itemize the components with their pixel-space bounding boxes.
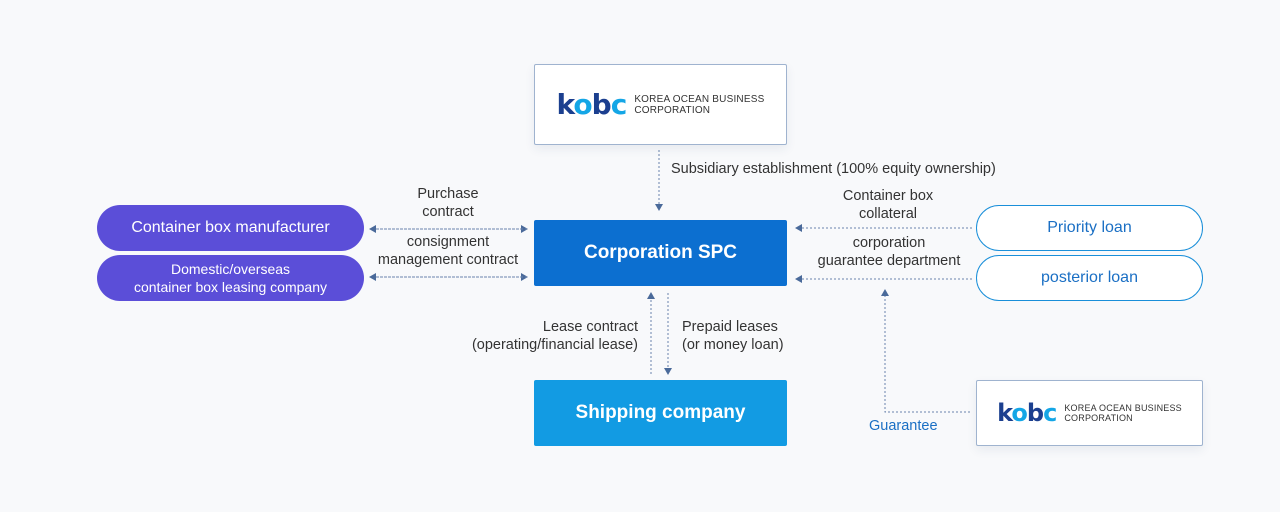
node-leasing-label-line2: container box leasing company: [133, 279, 327, 295]
kobc-logo: kobc KOREA OCEAN BUSINESS CORPORATION: [556, 87, 765, 121]
node-shipping-label: Shipping company: [575, 402, 746, 423]
node-spc-label: Corporation SPC: [583, 242, 738, 263]
kobc-logo-card-top: kobc KOREA OCEAN BUSINESS CORPORATION: [534, 64, 787, 145]
kobc-logo-line2: CORPORATION: [634, 104, 711, 116]
label-guarantee: Guarantee: [869, 418, 938, 434]
node-container-box-manufacturer: Container box manufacturer: [97, 205, 364, 251]
node-corporation-spc: Corporation SPC: [534, 220, 787, 286]
label-guarantee-department: corporation guarantee department: [817, 235, 961, 269]
node-leasing-label-line1: Domestic/overseas: [170, 261, 291, 277]
kobc-logo-line1: KOREA OCEAN BUSINESS: [634, 93, 765, 105]
kobc-logo-text: KOREA OCEAN BUSINESS CORPORATION: [1064, 403, 1182, 423]
node-manufacturer-label: Container box manufacturer: [131, 219, 330, 236]
kobc-logo-line2: CORPORATION: [1064, 413, 1133, 423]
node-priority-loan-label: Priority loan: [1047, 219, 1132, 236]
kobc-logo-mark: kobc: [556, 87, 628, 121]
label-lease-contract: Lease contract (operating/financial leas…: [471, 319, 638, 353]
node-shipping-company: Shipping company: [534, 380, 787, 446]
kobc-logo-card-bottom: kobc KOREA OCEAN BUSINESS CORPORATION: [976, 380, 1203, 446]
label-purchase-contract: Purchase contract: [417, 186, 479, 220]
kobc-logo-text: KOREA OCEAN BUSINESS CORPORATION: [634, 94, 764, 116]
label-subsidiary: Subsidiary establishment (100% equity ow…: [671, 161, 996, 177]
label-consignment: consignment management contract: [377, 234, 519, 268]
label-collateral: Container box collateral: [842, 188, 934, 222]
arrow-guarantee: [881, 289, 970, 413]
node-posterior-loan-label: posterior loan: [1041, 269, 1138, 286]
node-priority-loan: Priority loan: [976, 205, 1203, 251]
kobc-logo: kobc KOREA OCEAN BUSINESS CORPORATION: [997, 401, 1182, 425]
label-prepaid-leases: Prepaid leases (or money loan): [682, 319, 784, 353]
node-leasing-company: Domestic/overseas container box leasing …: [97, 255, 364, 301]
kobc-logo-line1: KOREA OCEAN BUSINESS: [1064, 403, 1182, 413]
kobc-logo-mark: kobc: [997, 399, 1057, 427]
node-posterior-loan: posterior loan: [976, 255, 1203, 301]
